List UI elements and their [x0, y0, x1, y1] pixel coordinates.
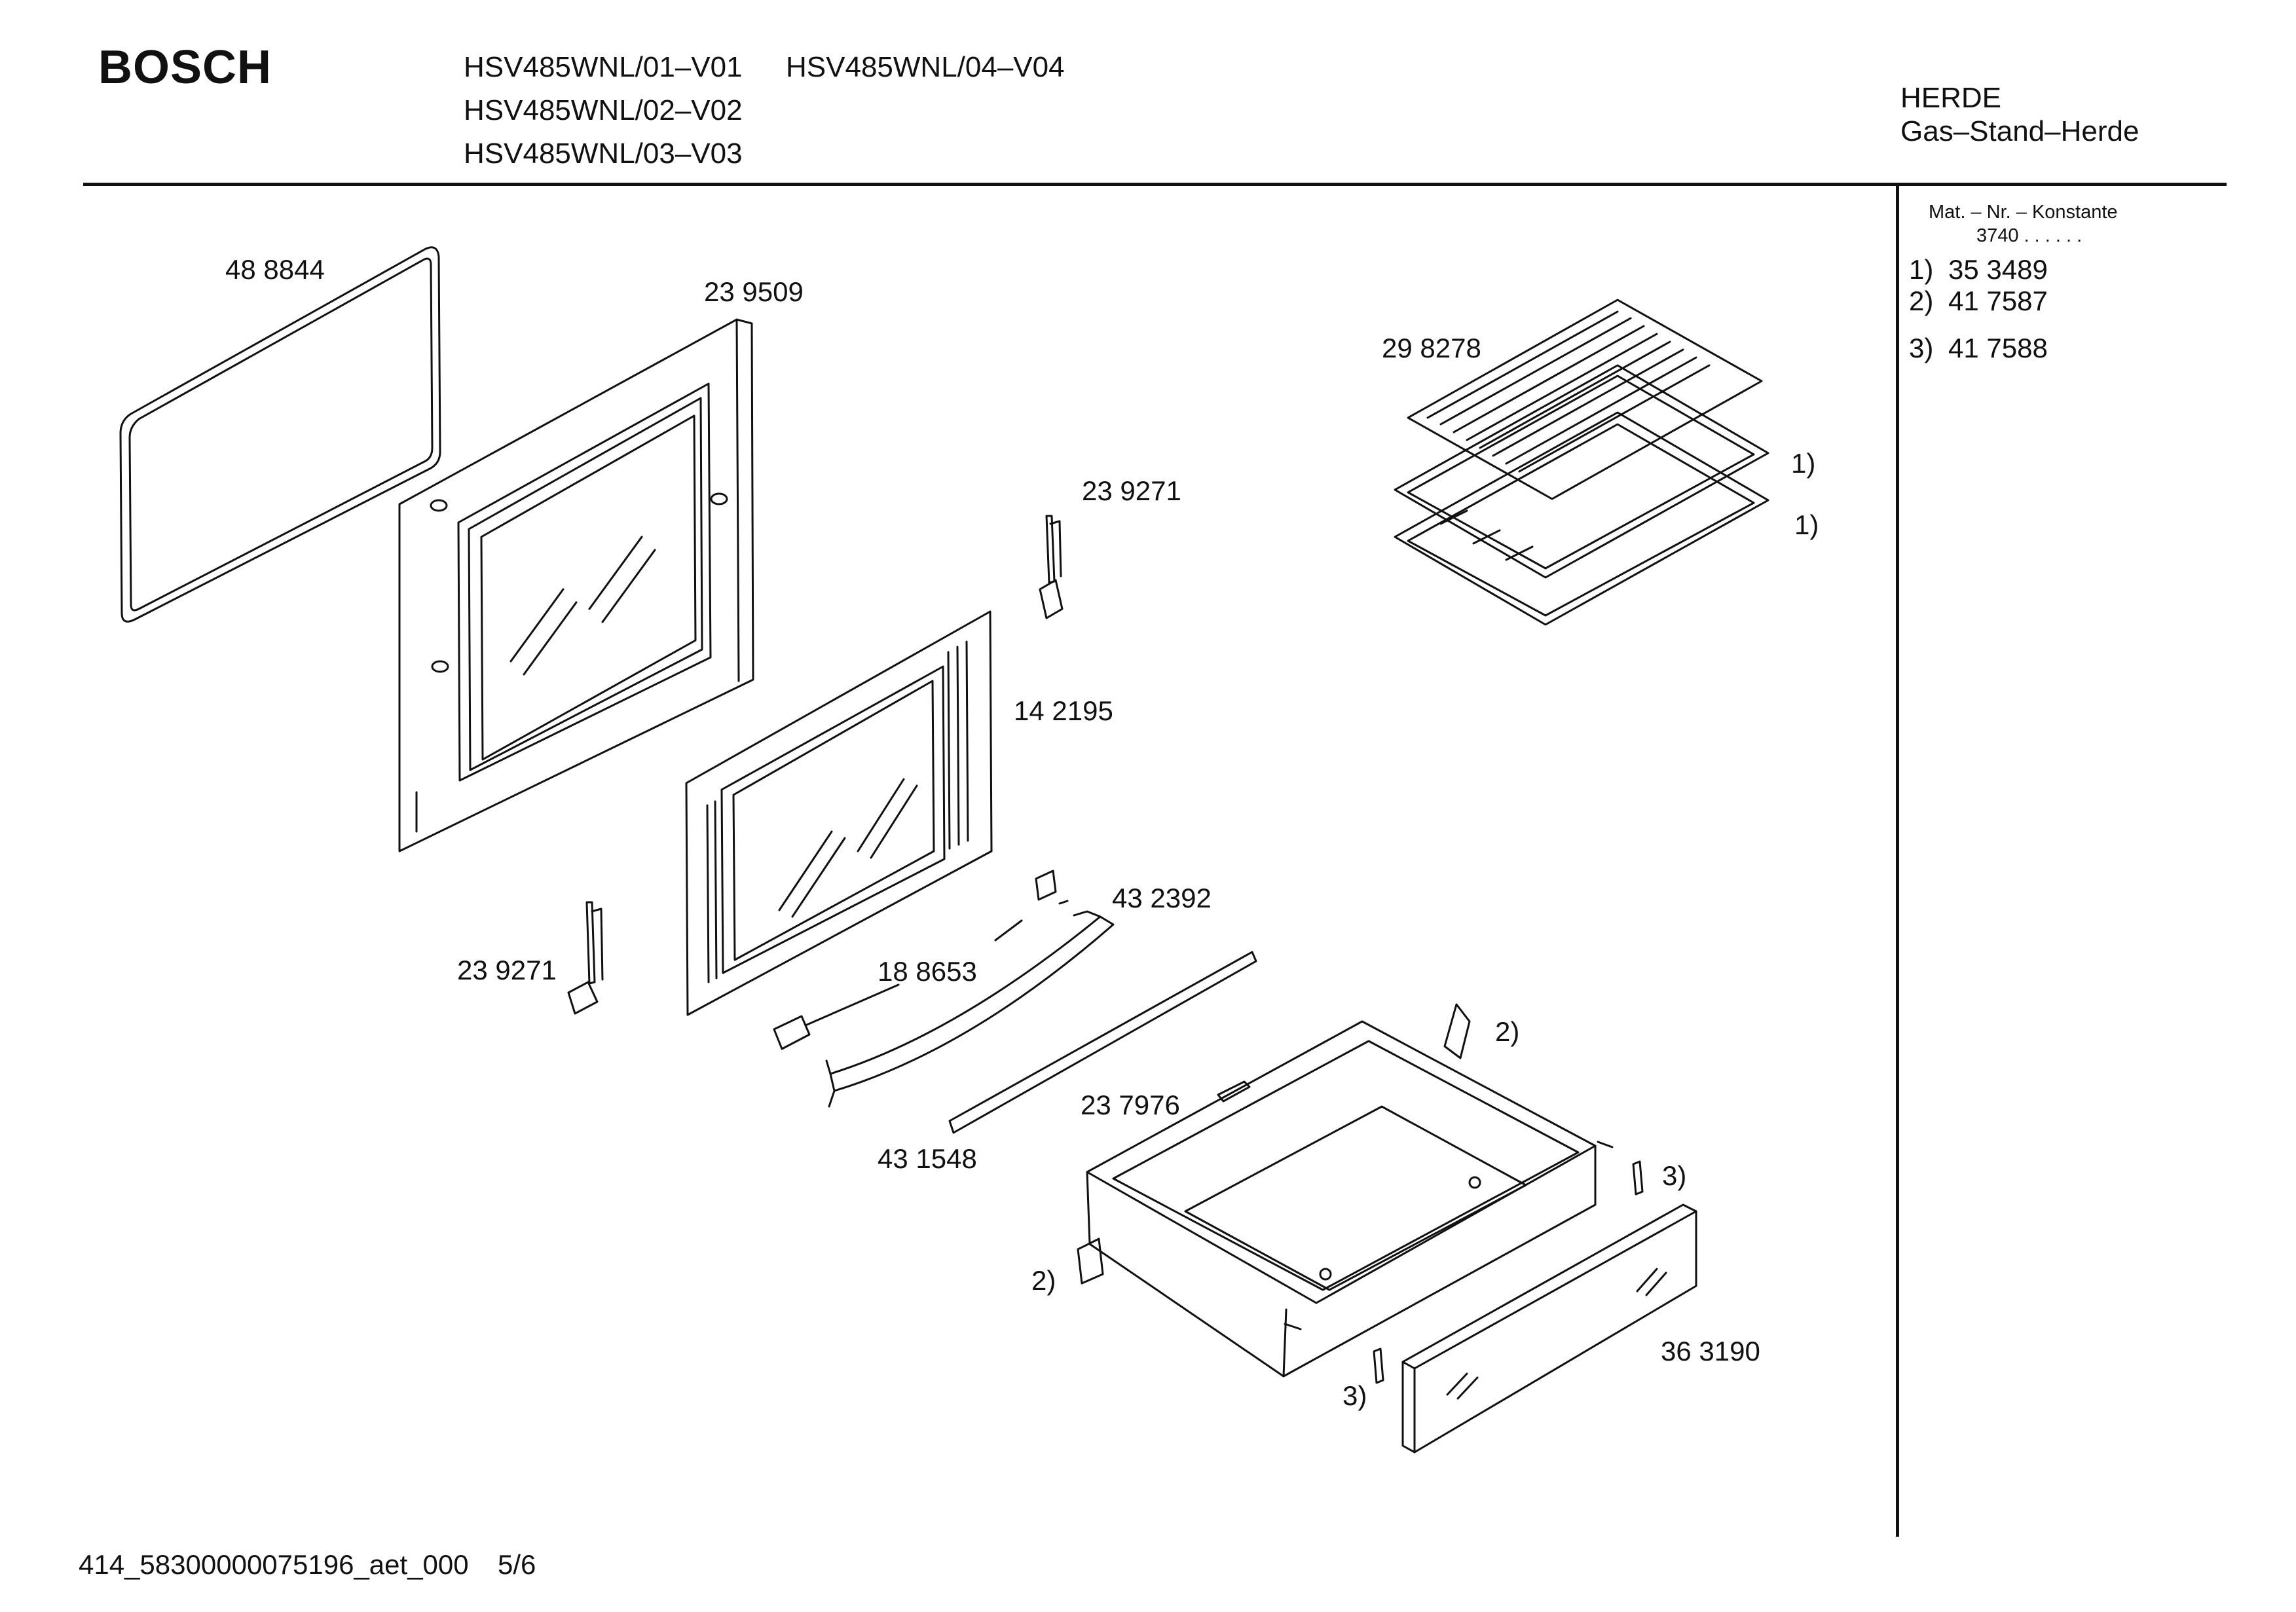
variant-number: 41 7588 [1948, 333, 2048, 363]
inner-door-panel [399, 320, 753, 851]
variant-callout: 3) [1342, 1380, 1367, 1411]
variant-label: 1) [1909, 254, 1934, 285]
part-number-handle-end: 43 2392 [1112, 883, 1212, 913]
part-number-inner-door: 23 9509 [704, 276, 804, 307]
part-number-outer-door: 14 2195 [1014, 695, 1113, 726]
part-number-trim-strip: 43 1548 [878, 1143, 977, 1174]
part-number-racks: 29 8278 [1382, 333, 1481, 363]
page-number: 5/6 [498, 1549, 536, 1580]
part-number-drawer-front: 36 3190 [1661, 1336, 1760, 1366]
brand-logo: BOSCH [98, 41, 272, 94]
variant-callout: 1) [1791, 448, 1816, 479]
model-number: HSV485WNL/01–V01 [464, 51, 743, 83]
door-handle [774, 871, 1113, 1107]
document-id: 414_58300000075196_aet_000 [79, 1549, 469, 1580]
drawer-front-panel [1403, 1205, 1696, 1452]
variant-label: 2) [1909, 285, 1934, 316]
subcategory-title: Gas–Stand–Herde [1900, 115, 2139, 147]
model-number: HSV485WNL/03–V03 [464, 137, 743, 170]
upper-hinge [1040, 516, 1062, 618]
door-gasket [120, 247, 440, 622]
variant-number: 35 3489 [1948, 254, 2048, 285]
variant-label: 3) [1909, 333, 1934, 363]
variant-callout: 2) [1031, 1265, 1056, 1296]
variant-number: 41 7587 [1948, 285, 2048, 316]
model-number: HSV485WNL/04–V04 [786, 51, 1065, 83]
part-number-upper-hinge: 23 9271 [1082, 475, 1181, 506]
trim-strip [950, 952, 1256, 1133]
category-title: HERDE [1900, 82, 2002, 114]
part-number-gasket: 48 8844 [225, 254, 325, 285]
variant-callout: 1) [1794, 509, 1819, 540]
side-panel-divider [1896, 183, 1899, 1537]
part-number-handle: 18 8653 [878, 956, 977, 987]
lower-hinge [568, 902, 602, 1014]
warming-drawer [1078, 1004, 1595, 1376]
constant-heading: Mat. – Nr. – Konstante [1929, 202, 2118, 223]
variant-callout: 2) [1495, 1016, 1520, 1047]
oven-racks [1395, 300, 1768, 625]
part-number-drawer: 23 7976 [1081, 1090, 1180, 1120]
header-divider [83, 183, 2227, 186]
variant-callout: 3) [1662, 1160, 1687, 1191]
outer-door-glass [686, 612, 991, 1015]
constant-value: 3740 . . . . . . [1976, 225, 2083, 246]
drawer-slides [1285, 1142, 1642, 1383]
part-number-lower-hinge: 23 9271 [457, 955, 557, 985]
model-number: HSV485WNL/02–V02 [464, 94, 743, 126]
